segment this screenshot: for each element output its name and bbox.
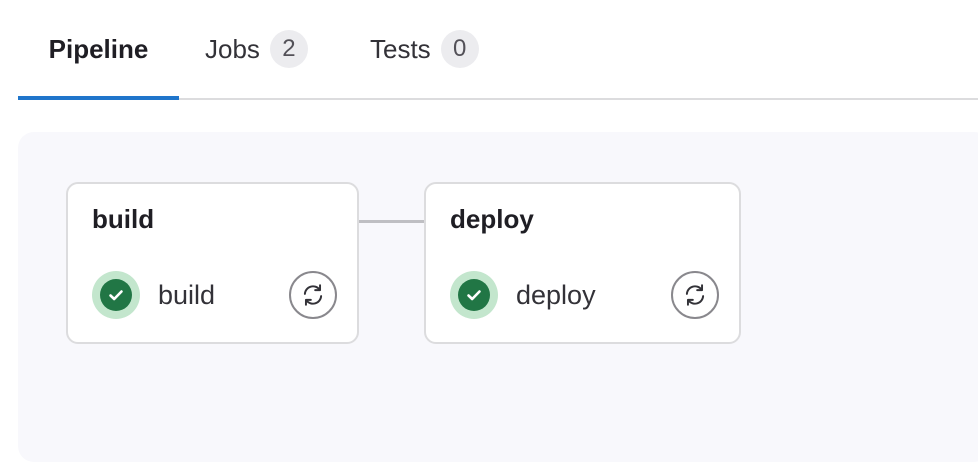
job-deploy[interactable]: deploy xyxy=(450,270,719,320)
tab-tests-label: Tests xyxy=(370,33,431,64)
tests-count-badge: 0 xyxy=(440,30,479,68)
stage-connector xyxy=(358,220,424,223)
tab-jobs[interactable]: Jobs 2 xyxy=(205,0,308,98)
jobs-count-badge: 2 xyxy=(269,30,308,68)
retry-icon xyxy=(303,284,323,306)
pipeline-tabs: Pipeline Jobs 2 Tests 0 xyxy=(18,0,978,100)
stage-title: deploy xyxy=(450,204,534,234)
stage-deploy: deploy deploy xyxy=(424,182,741,344)
tab-pipeline[interactable]: Pipeline xyxy=(18,0,179,100)
check-circle-icon xyxy=(450,271,498,319)
job-name: build xyxy=(158,279,216,310)
tab-jobs-label: Jobs xyxy=(205,33,260,64)
job-build[interactable]: build xyxy=(92,270,337,320)
stage-title: build xyxy=(92,204,155,234)
check-circle-icon xyxy=(92,271,140,319)
retry-icon xyxy=(685,284,705,306)
tab-tests[interactable]: Tests 0 xyxy=(370,0,479,98)
stage-build: build build xyxy=(66,182,359,344)
tab-pipeline-label: Pipeline xyxy=(48,33,149,64)
retry-button[interactable] xyxy=(289,271,337,319)
retry-button[interactable] xyxy=(671,271,719,319)
job-name: deploy xyxy=(516,279,596,310)
